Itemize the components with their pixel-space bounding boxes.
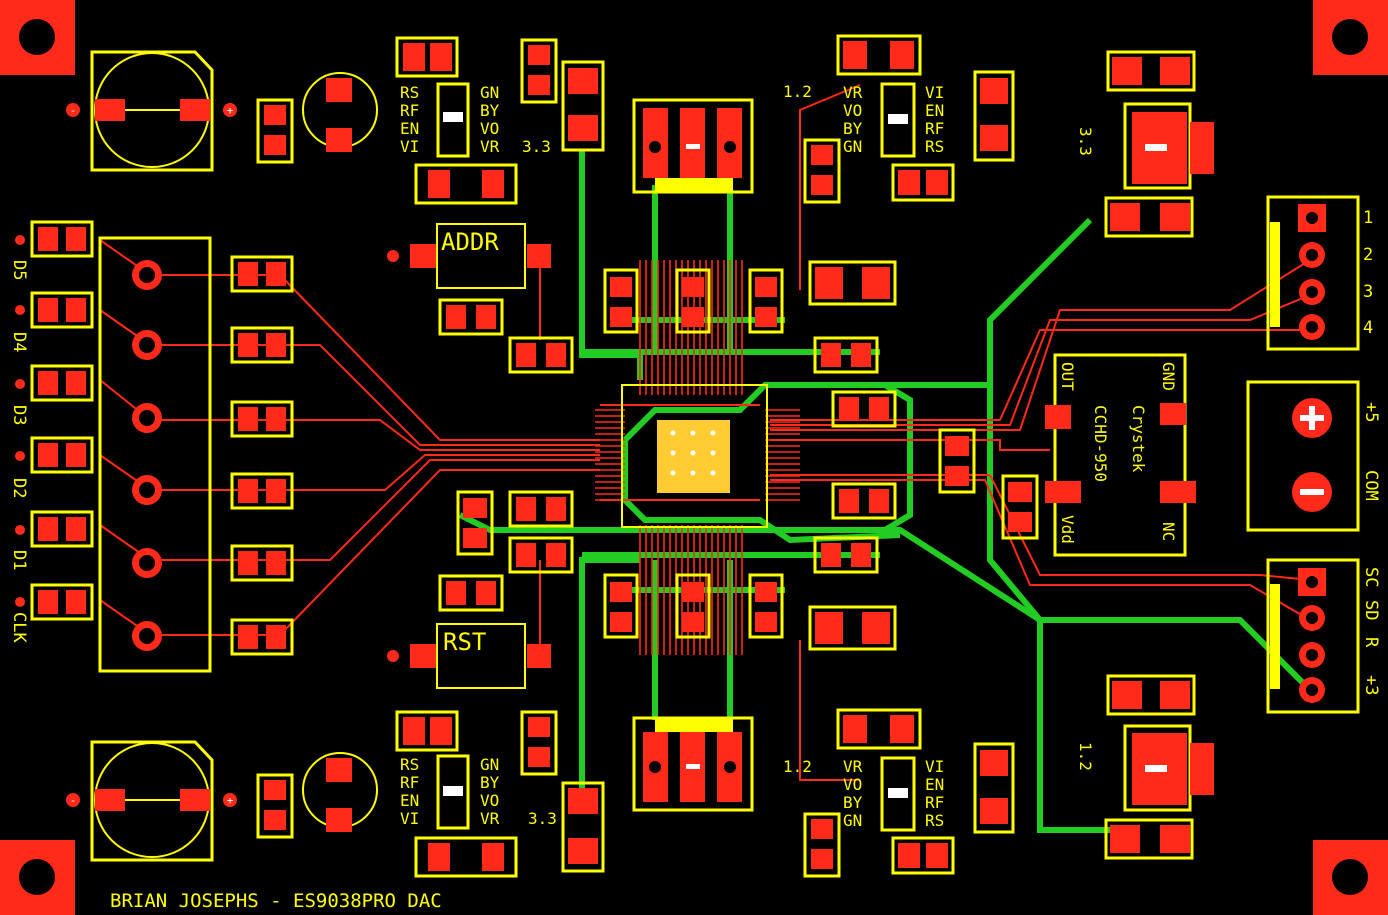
svg-text:GN: GN: [480, 83, 499, 102]
svg-text:VR: VR: [843, 757, 863, 776]
electrolytic-cap-top-left: - +: [66, 50, 237, 172]
board-title: BRIAN JOSEPHS - ES9038PRO DAC: [110, 890, 442, 912]
svg-text:BY: BY: [843, 119, 863, 138]
svg-text:3: 3: [1363, 282, 1373, 302]
osc-vdd: Vdd: [1058, 515, 1077, 544]
trimpot-top: 3.3: [1076, 50, 1214, 238]
io-label-d1: D1: [9, 550, 29, 570]
to-package-bottom: [632, 716, 754, 812]
svg-text:VO: VO: [843, 775, 862, 794]
to-package-top: [632, 98, 754, 194]
trimpot-bottom: 1.2: [1076, 674, 1214, 860]
svg-text:EN: EN: [925, 101, 944, 120]
header-bottom-4pin: SC SD R +3: [1266, 558, 1381, 714]
dac-chip: [621, 384, 768, 528]
osc-brand: Crystek: [1129, 405, 1148, 473]
svg-text:VO: VO: [843, 101, 862, 120]
svg-text:EN: EN: [400, 791, 419, 810]
io-label-d3: D3: [9, 405, 29, 425]
svg-text:+5: +5: [1361, 402, 1381, 422]
mounting-hole-tl: [0, 0, 75, 75]
tantalum-cap-bottom: [256, 752, 378, 839]
mounting-hole-bl: [0, 840, 75, 915]
osc-out: OUT: [1058, 362, 1077, 391]
power-terminal: +5 COM: [1246, 380, 1381, 532]
svg-text:VR: VR: [843, 83, 863, 102]
addr-jumper: ADDR: [387, 223, 551, 289]
svg-text:RS: RS: [925, 137, 944, 156]
svg-text:2: 2: [1363, 245, 1373, 265]
svg-text:COM: COM: [1361, 470, 1381, 501]
svg-text:3.3: 3.3: [1076, 127, 1095, 156]
header-top-4pin: 1 2 3 4: [1266, 195, 1373, 351]
svg-text:VO: VO: [480, 119, 499, 138]
svg-text:BY: BY: [480, 101, 500, 120]
io-labels: D5 D4 D3 D2 D1 CLK: [9, 260, 29, 643]
regulator-top-left-labels: RS RF EN VI GN BY VO VR 3.3: [400, 83, 551, 156]
io-label-d2: D2: [9, 478, 29, 498]
svg-text:GN: GN: [843, 811, 862, 830]
regulator-top-right: [803, 34, 1015, 204]
rst-label: RST: [443, 628, 486, 656]
svg-text:+: +: [227, 104, 234, 117]
svg-text:RF: RF: [925, 793, 944, 812]
osc-gnd: GND: [1159, 362, 1178, 391]
svg-text:VI: VI: [400, 809, 419, 828]
svg-text:VI: VI: [400, 137, 419, 156]
svg-text:EN: EN: [925, 775, 944, 794]
osc-nc: NC: [1159, 522, 1178, 541]
io-label-d5: D5: [9, 260, 29, 280]
io-series-resistors: [15, 220, 294, 656]
svg-text:3.3: 3.3: [522, 137, 551, 156]
regulator-top-left: [395, 36, 605, 205]
svg-text:R: R: [1361, 637, 1381, 648]
mounting-hole-tr: [1313, 0, 1388, 75]
svg-text:RF: RF: [400, 773, 419, 792]
svg-text:GN: GN: [843, 137, 862, 156]
svg-text:VO: VO: [480, 791, 499, 810]
io-connector: [98, 236, 212, 673]
mounting-hole-br: [1313, 840, 1388, 915]
svg-text:RF: RF: [400, 101, 419, 120]
regulator-bottom-right: [803, 708, 1015, 878]
svg-text:-: -: [70, 794, 77, 807]
svg-text:VR: VR: [480, 137, 500, 156]
svg-text:1.2: 1.2: [783, 82, 812, 101]
svg-text:RS: RS: [400, 755, 419, 774]
svg-text:SD: SD: [1361, 600, 1381, 620]
oscillator-crystek: GND OUT Crystek CCHD-950 Vdd NC: [1045, 353, 1196, 557]
svg-text:BY: BY: [480, 773, 500, 792]
svg-text:GN: GN: [480, 755, 499, 774]
svg-text:RF: RF: [925, 119, 944, 138]
svg-text:RS: RS: [925, 811, 944, 830]
svg-text:1.2: 1.2: [1076, 742, 1095, 771]
regulator-top-right-labels: VR VO BY GN VI EN RF RS 1.2: [783, 82, 944, 156]
regulator-bottom-left: [395, 710, 605, 878]
svg-text:EN: EN: [400, 119, 419, 138]
svg-text:+: +: [227, 794, 234, 807]
addr-label: ADDR: [441, 228, 499, 256]
osc-part: CCHD-950: [1091, 405, 1110, 482]
svg-text:1.2: 1.2: [783, 757, 812, 776]
io-label-clk: CLK: [9, 612, 29, 643]
rst-jumper: RST: [387, 623, 551, 689]
svg-text:3.3: 3.3: [528, 809, 557, 828]
svg-text:+3: +3: [1361, 675, 1381, 695]
decoupling-caps: [438, 260, 1039, 651]
io-label-d4: D4: [9, 332, 29, 352]
svg-text:VI: VI: [925, 757, 944, 776]
svg-text:VI: VI: [925, 83, 944, 102]
svg-text:SC: SC: [1361, 567, 1381, 587]
svg-text:RS: RS: [400, 83, 419, 102]
svg-text:VR: VR: [480, 809, 500, 828]
tantalum-cap-top: [256, 72, 378, 164]
electrolytic-cap-bottom-left: - +: [66, 740, 237, 862]
regulator-bottom-right-labels: VR VO BY GN VI EN RF RS 1.2: [783, 757, 944, 830]
svg-text:BY: BY: [843, 793, 863, 812]
regulator-bottom-left-labels: RS RF EN VI GN BY VO VR 3.3: [400, 755, 557, 828]
svg-text:-: -: [70, 104, 77, 117]
svg-text:1: 1: [1363, 208, 1373, 228]
svg-text:4: 4: [1363, 318, 1373, 338]
